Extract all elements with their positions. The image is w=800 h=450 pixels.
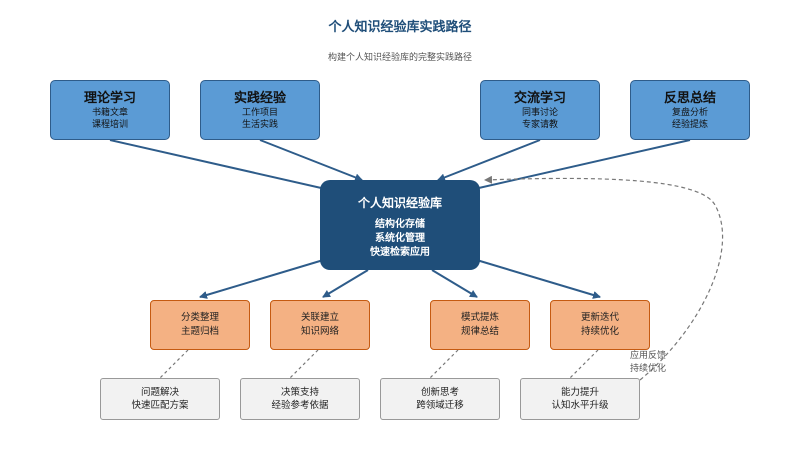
diagram-title: 个人知识经验库实践路径	[328, 20, 472, 35]
process-line: 分类整理	[180, 312, 219, 323]
source-title: 实践经验	[233, 90, 286, 106]
outcome-line: 经验参考依据	[271, 400, 329, 411]
outcome-line: 决策支持	[280, 387, 319, 398]
process-line: 主题归档	[180, 326, 219, 337]
process-extract-patterns: 模式提炼 规律总结	[430, 300, 530, 350]
outcome-innovative-thinking: 创新思考 跨领域迁移	[380, 378, 500, 420]
outcome-problem-solving: 问题解决 快速匹配方案	[100, 378, 220, 420]
edge-source-4-center	[469, 139, 691, 193]
source-line: 复盘分析	[671, 107, 708, 118]
process-classify: 分类整理 主题归档	[150, 300, 250, 350]
source-line: 课程培训	[91, 119, 128, 130]
source-title: 理论学习	[83, 90, 136, 106]
process-line: 规律总结	[460, 326, 499, 337]
source-title: 交流学习	[513, 90, 566, 106]
process-line: 关联建立	[300, 312, 339, 323]
edge-process-4-outcome-4	[569, 349, 599, 379]
center-title: 个人知识经验库	[357, 196, 442, 210]
source-line: 生活实践	[241, 119, 278, 130]
source-theory-learning: 理论学习 书籍文章 课程培训	[50, 80, 170, 140]
edge-center-process-4	[469, 257, 601, 299]
edge-source-1-center	[109, 139, 331, 193]
source-reflection-summary: 反思总结 复盘分析 经验提炼	[630, 80, 750, 140]
outcome-line: 问题解决	[140, 387, 179, 398]
center-line: 系统化管理	[375, 233, 425, 244]
edge-process-2-outcome-2	[289, 349, 319, 379]
center-line: 快速检索应用	[370, 247, 430, 258]
outcome-line: 创新思考	[420, 387, 459, 398]
process-line: 模式提炼	[460, 312, 499, 323]
source-title: 反思总结	[663, 90, 716, 106]
source-practical-experience: 实践经验 工作项目 生活实践	[200, 80, 320, 140]
edge-source-3-center	[437, 139, 541, 182]
source-line: 专家请教	[521, 119, 558, 130]
feedback-label: 应用反馈 持续优化	[630, 350, 666, 376]
process-line: 知识网络	[300, 326, 339, 337]
edge-center-process-3	[431, 269, 478, 298]
edge-center-process-1	[199, 257, 331, 299]
source-line: 工作项目	[241, 107, 278, 118]
feedback-line: 持续优化	[630, 364, 667, 374]
center-knowledge-base: 个人知识经验库 结构化存储 系统化管理 快速检索应用	[320, 180, 480, 270]
outcome-line: 能力提升	[560, 387, 599, 398]
process-line: 持续优化	[580, 326, 619, 337]
center-line: 结构化存储	[375, 219, 425, 230]
outcome-line: 跨领域迁移	[416, 400, 464, 411]
edge-process-1-outcome-1	[159, 349, 189, 379]
edge-center-process-2	[322, 269, 369, 298]
diagram-subtitle: 构建个人知识经验库的完整实践路径	[327, 53, 472, 63]
outcome-line: 快速匹配方案	[131, 400, 189, 411]
source-line: 经验提炼	[671, 119, 708, 130]
source-exchange-learning: 交流学习 同事讨论 专家请教	[480, 80, 600, 140]
feedback-line: 应用反馈	[630, 351, 667, 361]
outcome-decision-support: 决策支持 经验参考依据	[240, 378, 360, 420]
outcome-capability-growth: 能力提升 认知水平升级	[520, 378, 640, 420]
process-iterate: 更新迭代 持续优化	[550, 300, 650, 350]
edge-source-2-center	[259, 139, 363, 182]
source-line: 同事讨论	[521, 107, 558, 118]
edge-process-3-outcome-3	[429, 349, 459, 379]
process-line: 更新迭代	[580, 312, 619, 323]
source-line: 书籍文章	[91, 107, 128, 118]
outcome-line: 认知水平升级	[551, 400, 609, 411]
process-associate: 关联建立 知识网络	[270, 300, 370, 350]
